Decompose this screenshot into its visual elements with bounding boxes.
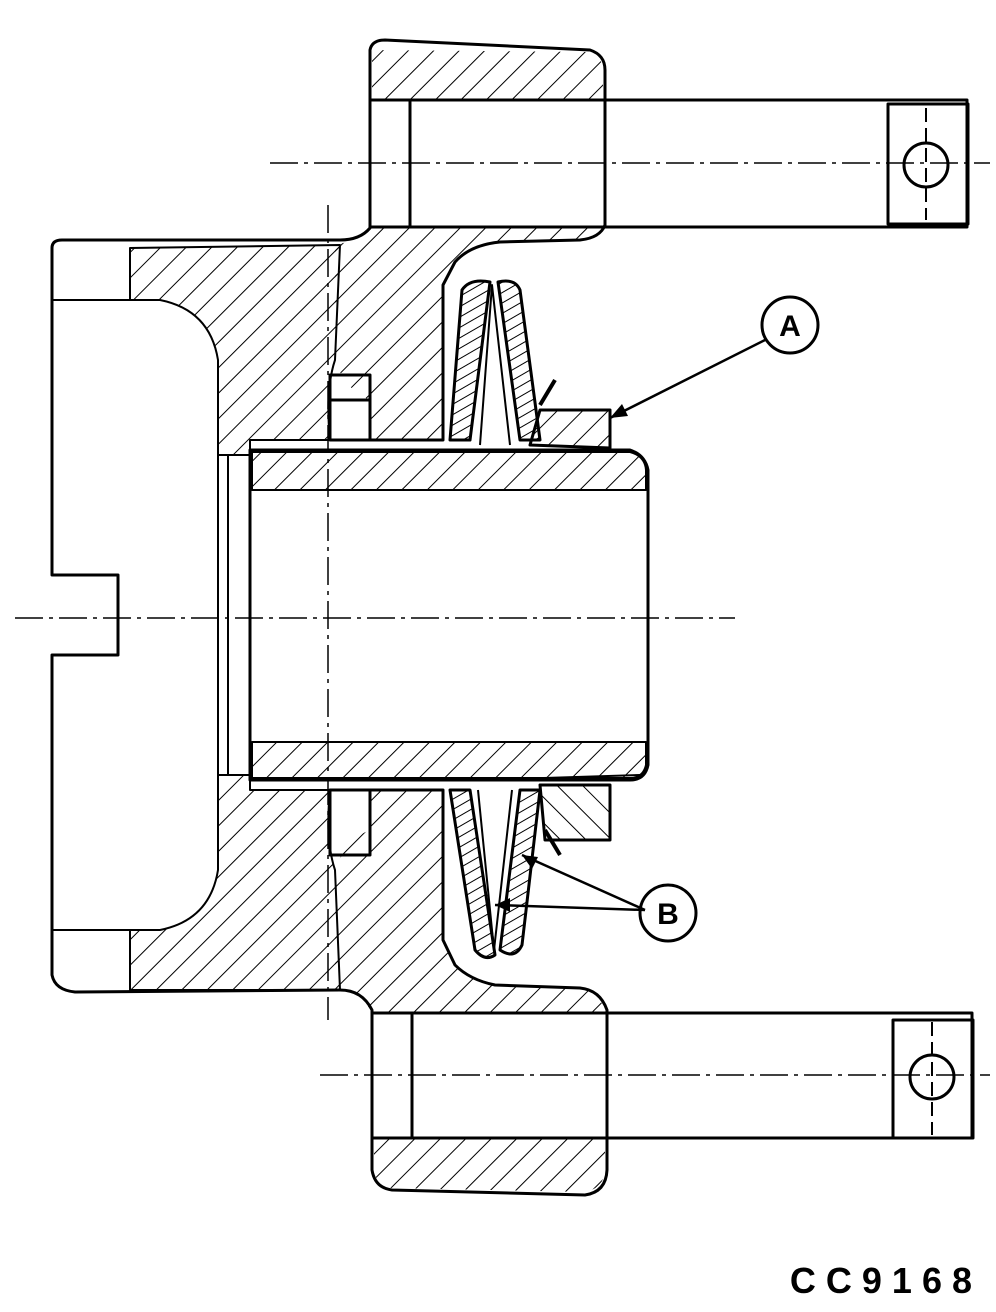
upper-nut: [528, 408, 612, 450]
top-stud-end-block: [886, 102, 970, 226]
callout-a-circle: [760, 295, 820, 355]
callout-b-leader-2: [521, 853, 646, 912]
figure-code: CC9168: [789, 1260, 982, 1301]
top-bolt-head: [902, 141, 950, 189]
callout-b-leader-1: [494, 903, 646, 912]
callout-a-label: A: [779, 310, 801, 343]
callout-b-label: B: [657, 898, 679, 931]
callout-b-circle: [638, 883, 698, 943]
lower-nut: [538, 783, 612, 842]
upper-tapered-bearing: [448, 279, 492, 442]
spindle-sleeve: [248, 448, 650, 782]
lower-tapered-bearing: [448, 788, 497, 960]
callout-a-leader: [609, 338, 766, 420]
bottom-stud-end-block: [891, 1018, 975, 1140]
